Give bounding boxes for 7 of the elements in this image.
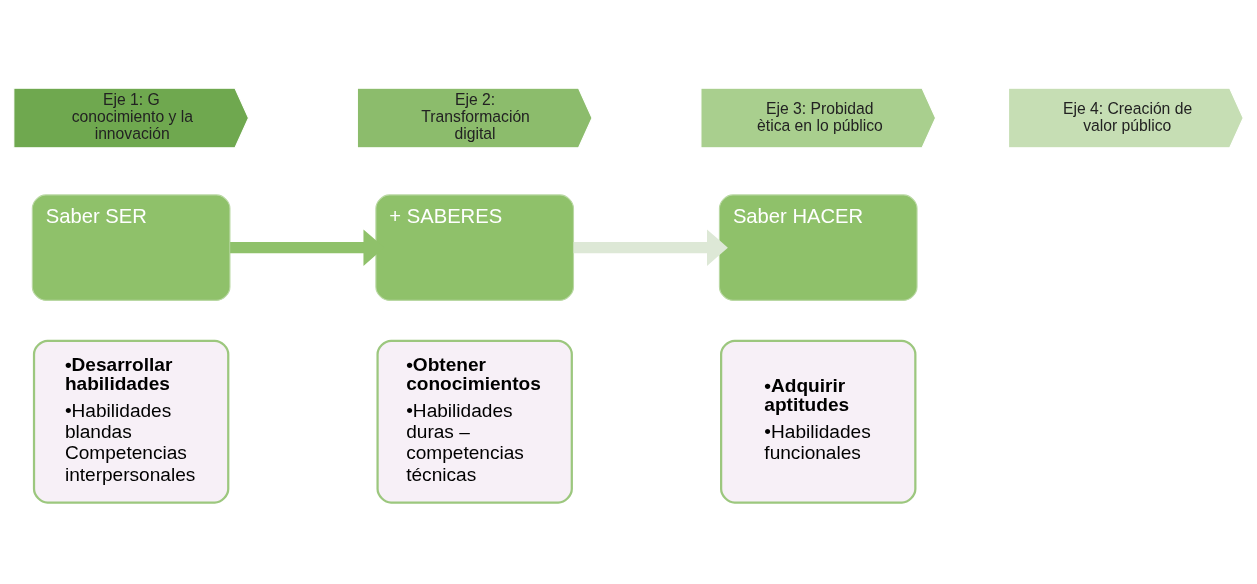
arrow (573, 229, 728, 266)
node-box: •Desarrollar habilidades •Habilidades blandas Competencias interpersonales (32, 339, 230, 504)
node-box: •Obtener conocimientos •Habilidades duras – competencias técnicas (376, 339, 573, 504)
node-box: Saber SER (31, 194, 231, 301)
node-box: Saber HACER (718, 194, 918, 301)
node-box: •Adquirir aptitudes •Habilidades funcionales (720, 339, 917, 504)
node-box: + SABERES (375, 194, 575, 301)
